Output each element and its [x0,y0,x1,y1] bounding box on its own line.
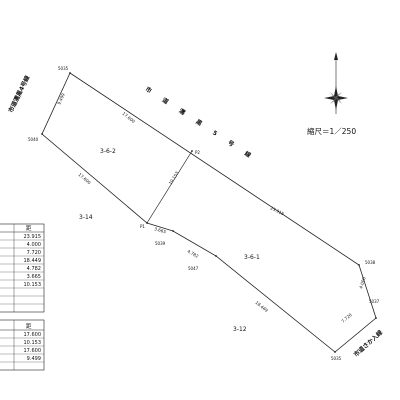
division-line-p2-p1 [146,150,193,224]
point-label-p1: P1 [140,224,145,229]
dimension-p1-5039: 3.665 [154,226,167,234]
table2-cell: 17.600 [24,348,42,354]
distance-table-1: 距 23.915 4.000 7.720 18.449 4.782 3.665 … [0,223,45,313]
point-markers [41,72,377,353]
road-label-top: 市道濡黒5号線 [144,85,264,167]
scale-label: 縮尺＝1／250 [307,126,356,136]
table1-cell: 7.720 [27,250,41,256]
dimension-5047-5035: 18.449 [254,300,269,313]
point-label-5047: 5047 [188,266,199,271]
table1-cell: 4.782 [27,266,41,272]
dimension-mid-left: 17.600 [77,172,92,185]
road-label-left: 市道濡黒4号線 [7,74,32,114]
dimension-bottom-right: 7.720 [340,312,353,324]
parcel-label-3-6-2: 3-6-2 [100,148,116,155]
table2-header: 距 [26,323,32,330]
parcel-label-3-14: 3-14 [79,214,93,221]
table1-cell: 4.000 [27,242,41,248]
point-label-5037: 5037 [369,299,380,304]
point-label-5039: 5039 [155,241,166,246]
table1-cell: 3.665 [27,274,41,280]
dimension-p2-p1: 10.153 [168,170,180,185]
point-label-p2: P2 [195,150,200,155]
point-label-5038: 5038 [365,260,376,265]
point-label-5040: 5040 [28,137,39,142]
dimension-top-long: 17.600 [121,111,136,124]
distance-table-2: 距 17.600 10.153 17.600 9.499 [0,319,45,371]
table1-cell: 18.449 [24,258,42,264]
lot-boundary [41,72,377,353]
point-label-5035-top: 5035 [58,66,69,71]
table1-cell: 23.915 [24,234,42,240]
dimension-5039-5047: 4.782 [187,249,200,259]
dimension-right: 4.000 [358,276,367,289]
parcel-label-3-12: 3-12 [233,326,247,333]
table2-cell: 17.600 [24,332,42,338]
road-label-right: 市道さか入線 [352,328,384,358]
table2-cell: 9.499 [27,356,41,362]
table1-cell: 10.153 [24,282,42,288]
table1-header: 距 [26,225,32,232]
dimension-top-right: 23.915 [270,205,286,216]
table2-cell: 10.153 [24,340,42,346]
parcel-label-3-6-1: 3-6-1 [244,254,260,261]
north-arrow-icon [324,52,348,114]
dimension-left: 9.499 [56,92,66,105]
point-label-5035-bottom: 5035 [331,356,342,361]
